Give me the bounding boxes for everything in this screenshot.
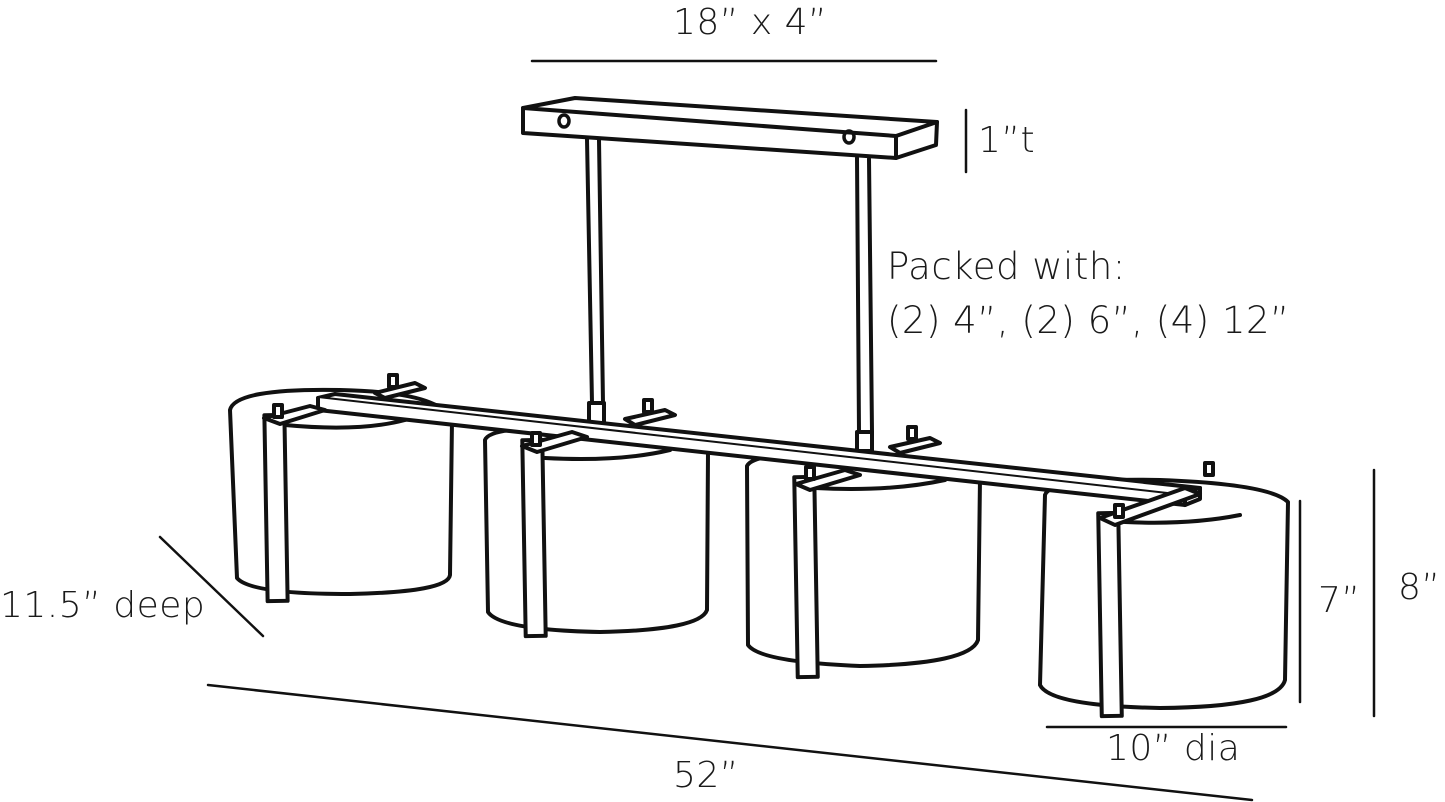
canopy-thickness-label: 1”t [978,120,1036,161]
shade-4 [1038,477,1290,719]
horizontal-bar [316,392,1202,507]
shade-diameter-label: 10” dia [1106,728,1241,769]
canopy-plate [521,96,939,160]
canopy-dimension-label: 18” x 4” [673,2,828,43]
depth-dimension-line [158,535,265,638]
arms-and-finials [262,373,1215,527]
packed-with-items: (2) 4”, (2) 6”, (4) 12” [887,299,1290,342]
packed-with-title: Packed with: [887,245,1126,288]
shade-2 [483,425,710,639]
depth-label: 11.5” deep [0,585,206,626]
overall-width-dimension-line [206,683,1254,802]
packed-with-note: Packed with: (2) 4”, (2) 6”, (4) 12” [887,240,1290,348]
shade-height-label: 7” [1318,580,1361,621]
shade-3 [745,451,982,680]
down-rods [585,137,874,453]
overall-height-label: 8” [1398,567,1441,608]
overall-width-label: 52” [673,755,739,796]
